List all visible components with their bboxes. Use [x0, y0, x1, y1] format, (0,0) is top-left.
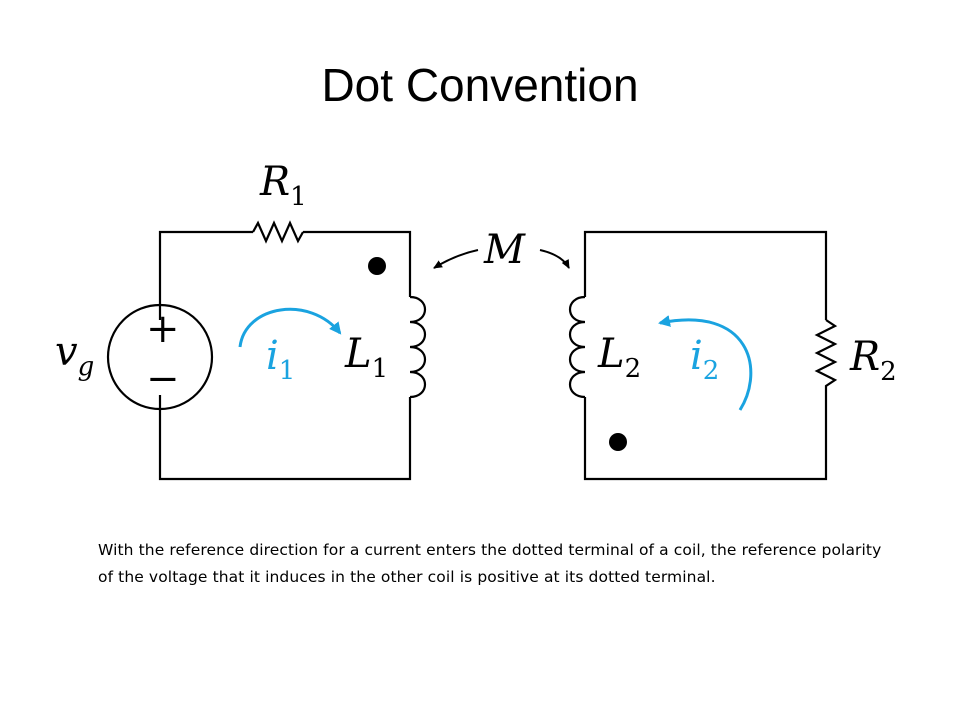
caption-text: With the reference direction for a curre… [98, 541, 882, 586]
left-top-wire [158, 230, 253, 320]
voltage-source-vg [106, 303, 214, 411]
label-vg: vg [55, 329, 94, 382]
label-i2: i2 [690, 333, 719, 386]
right-loop [569, 230, 838, 481]
label-l2: L2 [597, 331, 641, 384]
label-i1: i1 [266, 333, 295, 386]
resistor-r2 [814, 319, 838, 393]
mutual-arrow-left [433, 249, 479, 269]
label-l1: L1 [344, 331, 388, 384]
label-m: M [483, 227, 526, 273]
current-arrow-i2 [658, 315, 753, 411]
label-r1: R1 [259, 159, 307, 212]
inductor-l1 [409, 295, 426, 399]
current-arrow-i1 [238, 307, 342, 348]
mutual-inductance-circuit-diagram: R1 R2 L1 L2 i1 i2 vg M + − [55, 159, 897, 481]
label-r2: R2 [849, 334, 897, 387]
inductor-l2 [569, 295, 586, 399]
dot-marker-l1 [368, 257, 386, 275]
source-minus-sign: − [146, 356, 180, 402]
slide-title: Dot Convention [321, 59, 639, 111]
mutual-arrow-right [539, 249, 570, 269]
source-plus-sign: + [146, 306, 180, 352]
dot-marker-l2 [609, 433, 627, 451]
left-loop [106, 220, 426, 481]
resistor-r1 [252, 220, 304, 244]
